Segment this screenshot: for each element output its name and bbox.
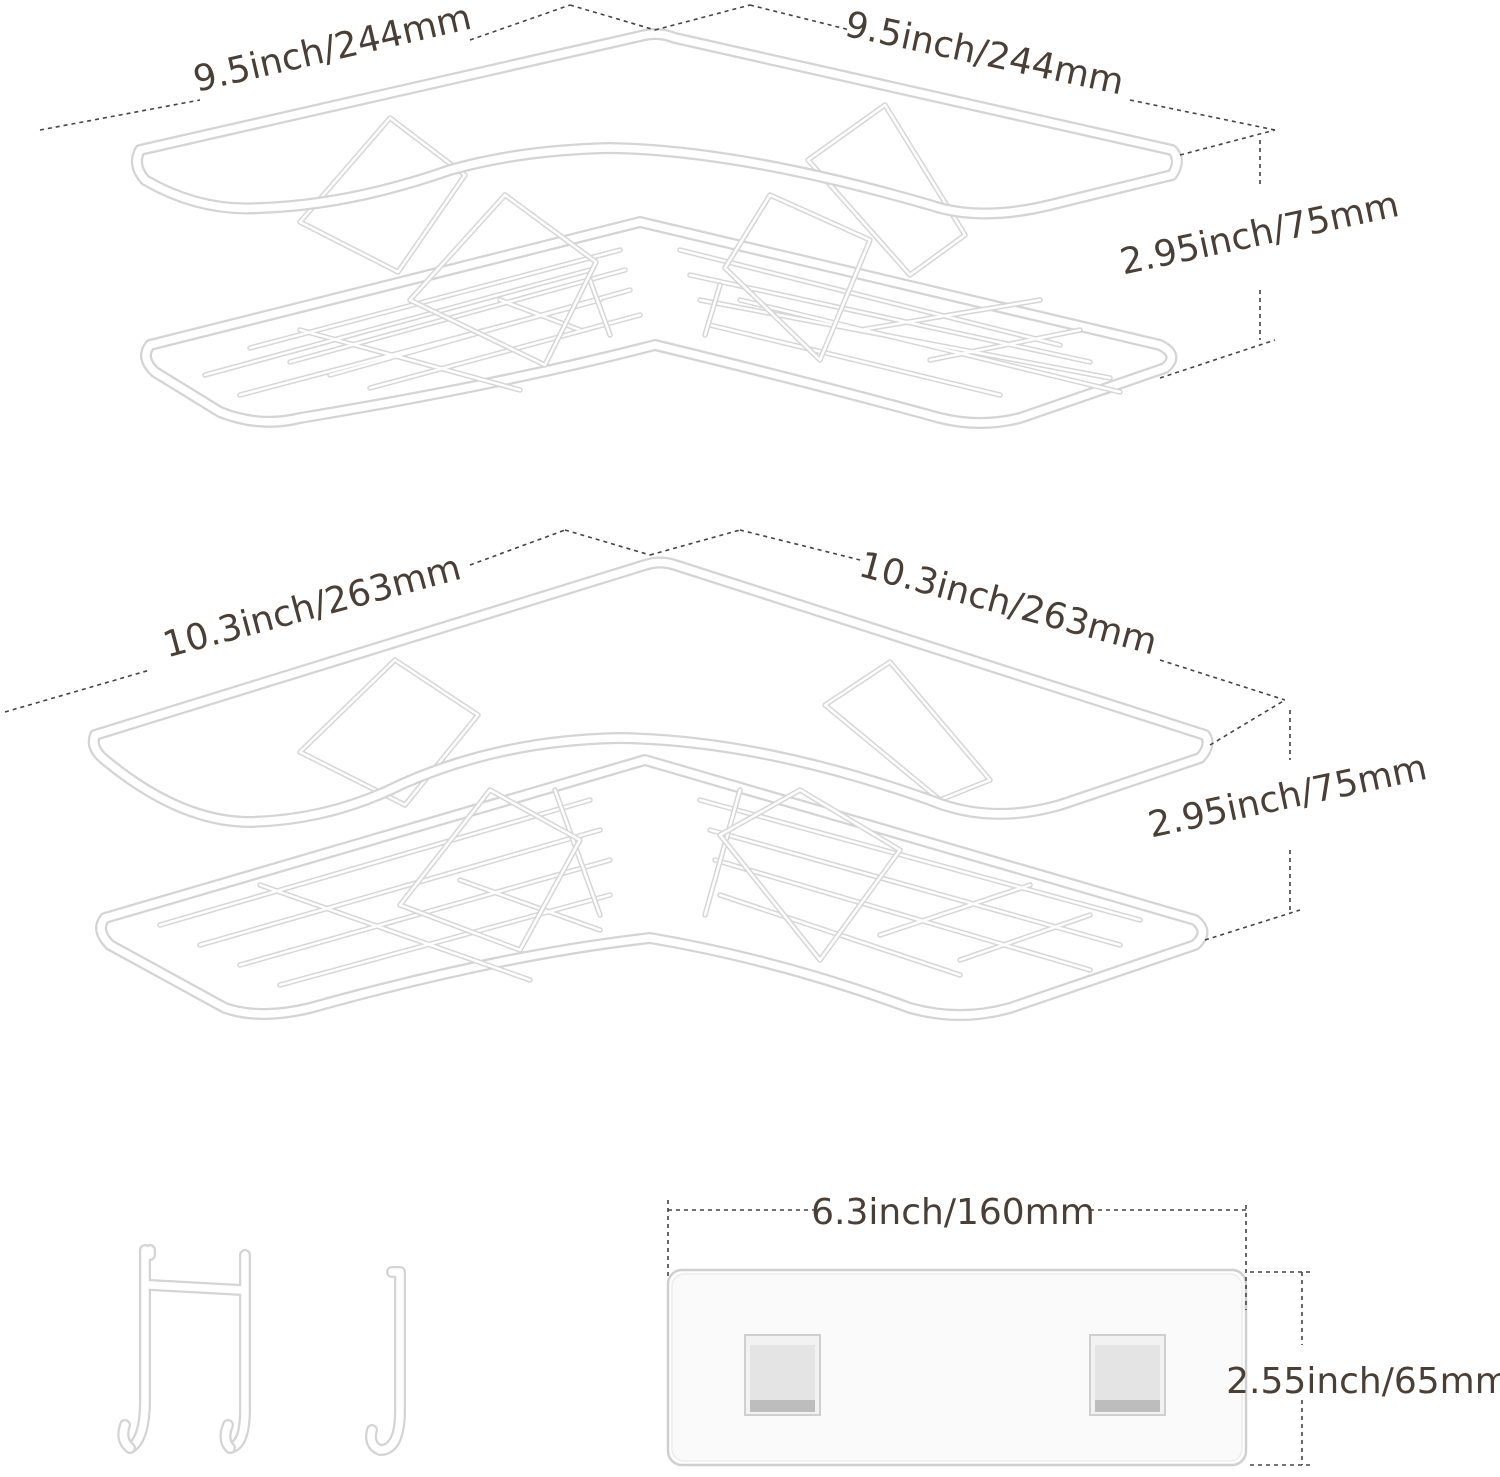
plate-width-label: 6.3inch/160mm	[811, 1192, 1095, 1233]
adhesive-plate-left-clip	[744, 1334, 821, 1416]
shelf-small-supports	[297, 102, 968, 368]
small-height-label: 2.95inch/75mm	[1117, 184, 1403, 283]
shelf-large-basket	[95, 754, 1209, 1021]
shelf-large	[87, 556, 1214, 1021]
shelf-small-basket	[140, 216, 1178, 429]
shelf-small-top-rim	[130, 28, 1183, 220]
large-right-width-label: 10.3inch/263mm	[855, 544, 1162, 663]
double-hook	[117, 1244, 251, 1454]
single-hook	[365, 1266, 406, 1456]
large-left-width-label: 10.3inch/263mm	[159, 547, 466, 666]
plate-height-label: 2.55inch/65mm	[1226, 1361, 1500, 1402]
shelf-large-supports	[297, 657, 993, 963]
shelf-large-top-rim	[87, 556, 1214, 828]
dimension-lines	[4, 4, 1310, 1466]
adhesive-plate-right-clip	[1089, 1334, 1166, 1416]
adhesive-plate	[666, 1268, 1248, 1467]
shelf-small	[130, 28, 1183, 429]
